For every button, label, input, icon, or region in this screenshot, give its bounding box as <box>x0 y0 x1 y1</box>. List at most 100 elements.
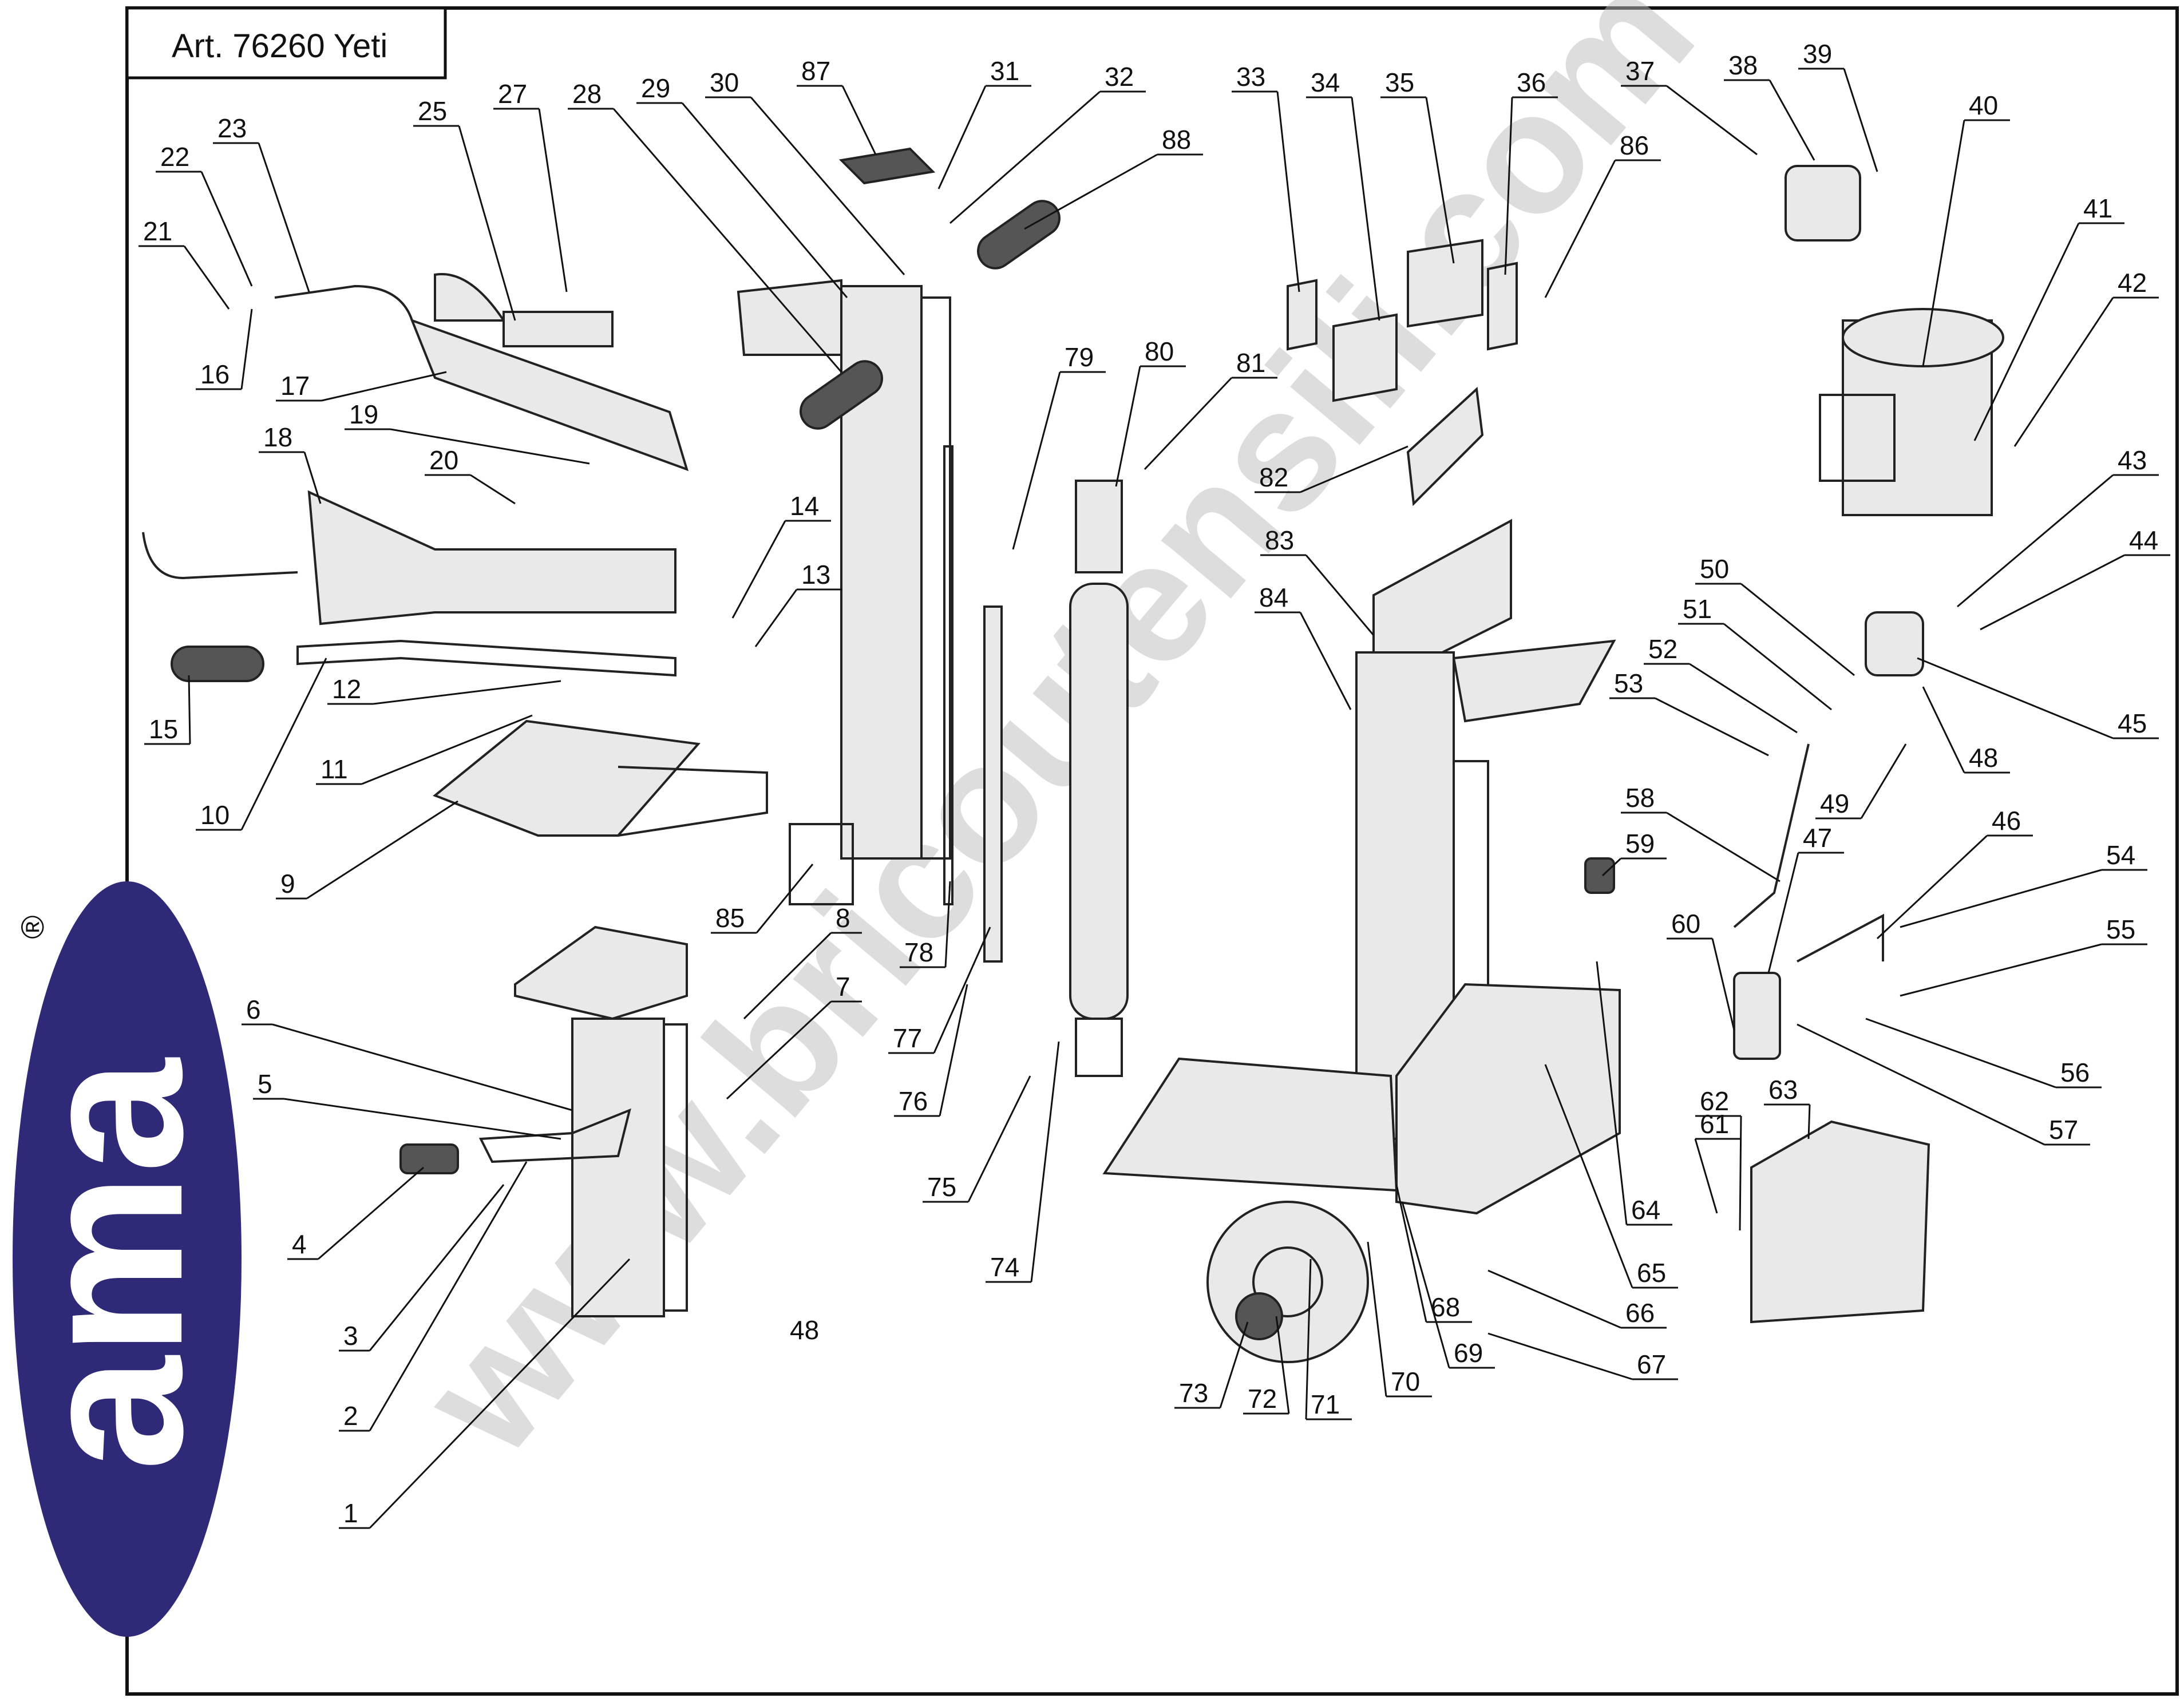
part-lower-table <box>307 490 676 626</box>
part-callout-19: 19 <box>349 399 378 429</box>
part-handle-lower <box>142 532 298 580</box>
part-hose-46 <box>1797 913 1884 963</box>
part-callout-86: 86 <box>1620 130 1649 160</box>
part-callout-43: 43 <box>2118 445 2147 475</box>
callout-leader <box>390 428 590 465</box>
part-callout-16: 16 <box>200 359 230 389</box>
callout-leader <box>743 932 832 1020</box>
brand-logo: ama ® <box>0 881 242 1637</box>
part-callout-33: 33 <box>1236 62 1265 92</box>
part-callout-23: 23 <box>217 113 247 143</box>
part-callout-34: 34 <box>1311 68 1340 97</box>
callout-leader <box>731 520 786 619</box>
callout-leader <box>949 90 1101 224</box>
drawing-frame <box>125 6 2179 1696</box>
callout-leader <box>1666 812 1781 882</box>
part-foot-platform <box>1102 1057 1398 1192</box>
part-callout-52: 52 <box>1648 634 1677 664</box>
callout-leader <box>1797 1023 2045 1146</box>
callout-leader <box>321 371 447 402</box>
part-callout-48: 48 <box>1969 743 1998 773</box>
part-callout-58: 58 <box>1625 783 1655 813</box>
part-callout-64: 64 <box>1631 1195 1660 1225</box>
part-callout-14: 14 <box>790 491 819 521</box>
callout-leader <box>1144 377 1233 470</box>
callout-leader <box>967 1075 1031 1202</box>
callout-leader <box>1367 1241 1387 1397</box>
part-frame-82 <box>1406 386 1484 506</box>
callout-leader <box>240 308 253 390</box>
part-callout-4: 4 <box>292 1229 307 1259</box>
callout-leader <box>1711 938 1735 1031</box>
part-callout-37: 37 <box>1625 56 1655 86</box>
callout-leader <box>681 102 848 298</box>
callout-leader <box>1300 445 1408 493</box>
callout-leader <box>1219 1321 1249 1408</box>
part-plate-9-bracket <box>618 766 768 837</box>
callout-leader <box>470 474 516 505</box>
part-callout-7: 7 <box>836 972 850 1002</box>
part-callout-57: 57 <box>2049 1115 2078 1145</box>
callout-leader <box>373 680 561 705</box>
callout-leader <box>188 675 191 745</box>
callout-leader <box>258 143 310 292</box>
part-callout-29: 29 <box>641 73 670 103</box>
part-callout-18: 18 <box>263 422 292 452</box>
callout-leader <box>240 658 327 830</box>
part-callout-41: 41 <box>2083 193 2112 223</box>
part-callout-45: 45 <box>2118 708 2147 738</box>
part-callout-78: 78 <box>904 937 933 967</box>
callout-leader <box>283 1098 561 1140</box>
callout-leader <box>1900 869 2102 928</box>
part-callout-53: 53 <box>1614 668 1643 698</box>
part-cylinder-top <box>1075 480 1123 573</box>
callout-leader <box>1900 943 2102 997</box>
part-callout-59: 59 <box>1625 829 1655 858</box>
callout-leader <box>458 125 516 321</box>
part-leg-stand <box>514 925 688 1020</box>
part-oil-tank <box>1395 983 1621 1215</box>
part-grip-15 <box>171 646 264 682</box>
callout-leader <box>1876 834 1988 940</box>
callout-leader <box>1739 1115 1742 1231</box>
part-callout-35: 35 <box>1385 68 1414 97</box>
part-callout-25: 25 <box>418 96 447 126</box>
part-callout-54: 54 <box>2106 840 2135 870</box>
callout-leader <box>1305 555 1375 636</box>
callout-leader <box>750 97 905 275</box>
callout-leader <box>1865 1018 2056 1089</box>
callout-leader <box>754 589 798 647</box>
callout-leader <box>2013 297 2114 447</box>
part-callout-66: 66 <box>1625 1298 1655 1328</box>
part-callout-13: 13 <box>801 560 830 589</box>
part-callout-9: 9 <box>280 869 295 899</box>
part-callout-28: 28 <box>572 79 602 109</box>
callout-leader <box>1843 68 1878 172</box>
callout-leader <box>1395 1184 1427 1323</box>
part-callout-40: 40 <box>1969 90 1998 120</box>
callout-leader <box>369 1184 505 1351</box>
registered-mark: ® <box>14 915 50 939</box>
part-callout-81: 81 <box>1236 348 1265 378</box>
callout-leader <box>1487 1269 1621 1329</box>
part-callout-82: 82 <box>1259 462 1288 492</box>
part-callout-5: 5 <box>258 1069 272 1099</box>
part-lever-5 <box>478 1108 631 1163</box>
part-callout-38: 38 <box>1728 50 1758 80</box>
part-callout-76: 76 <box>899 1086 928 1116</box>
callout-leader <box>200 171 253 287</box>
part-callout-83: 83 <box>1265 525 1294 555</box>
part-leg-tube <box>571 1018 665 1317</box>
callout-leader <box>1351 97 1380 321</box>
part-callout-88: 88 <box>1162 125 1191 155</box>
callout-leader <box>1544 160 1616 298</box>
callout-leader <box>841 85 877 155</box>
part-callout-20: 20 <box>429 445 458 475</box>
callout-leader <box>1276 91 1300 292</box>
callout-leader <box>1544 1064 1633 1288</box>
part-valve-57 <box>1733 972 1781 1060</box>
callout-leader <box>1030 1041 1060 1283</box>
callout-leader <box>1980 554 2125 631</box>
part-callout-1: 1 <box>343 1498 358 1528</box>
callout-leader <box>1807 1104 1811 1139</box>
